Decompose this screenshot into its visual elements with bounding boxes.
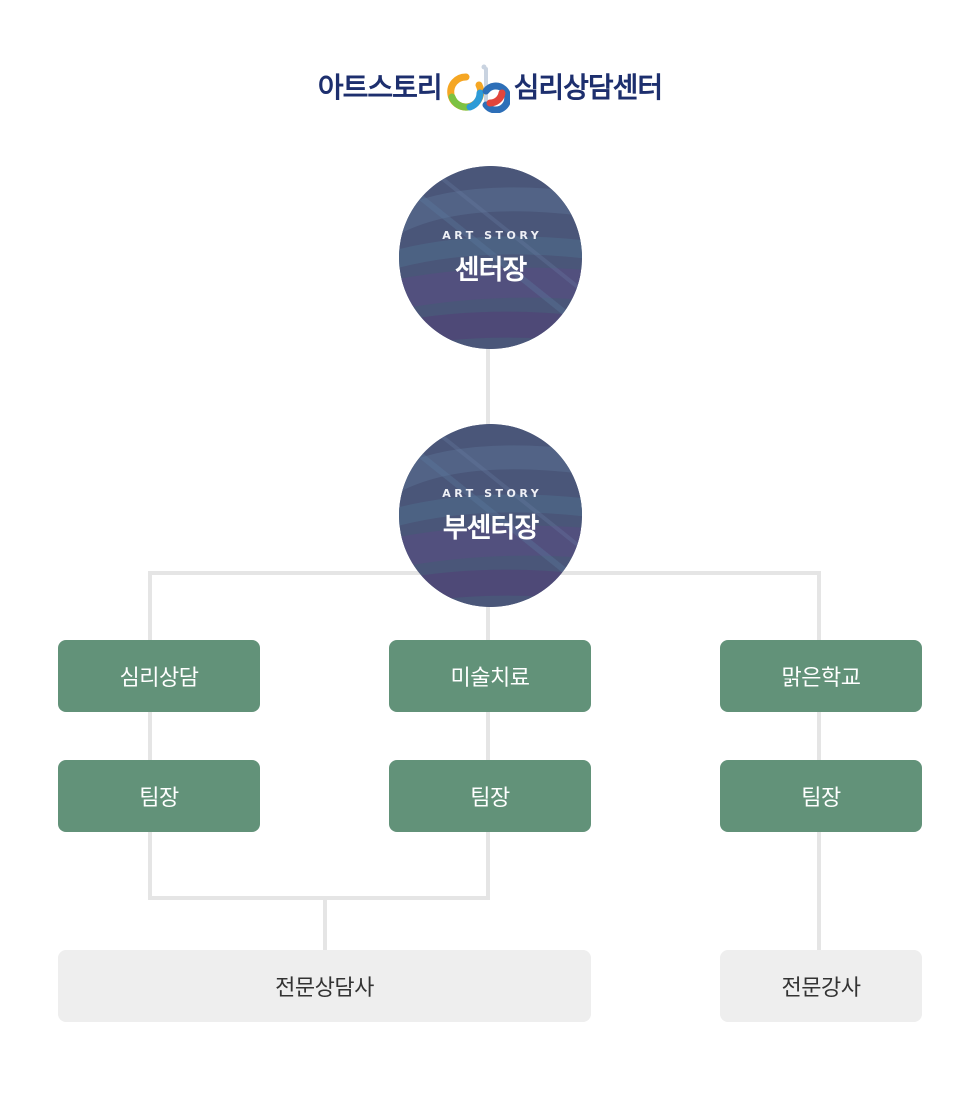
- dept-school-box: 맑은학교: [720, 640, 922, 712]
- dept-counseling-box: 심리상담: [58, 640, 260, 712]
- dept-art-therapy-box: 미술치료: [389, 640, 591, 712]
- lead-art-therapy-box: 팀장: [389, 760, 591, 832]
- center-logo: 아트스토리 심리상담센터: [0, 58, 980, 118]
- ab-colorful-logo-icon: [446, 64, 510, 113]
- brushstroke-texture: [399, 424, 582, 607]
- director-node: ART STORY 센터장: [399, 166, 582, 349]
- deputy-subtitle: ART STORY: [442, 486, 543, 500]
- staff-lecturers-box: 전문강사: [720, 950, 922, 1022]
- staff-counselors-box: 전문상담사: [58, 950, 591, 1022]
- director-subtitle: ART STORY: [442, 228, 543, 242]
- brushstroke-texture: [399, 166, 582, 349]
- logo-right-text: 심리상담센터: [513, 71, 664, 104]
- deputy-node: ART STORY 부센터장: [399, 424, 582, 607]
- logo-left-text: 아트스토리: [317, 71, 443, 104]
- lead-school-box: 팀장: [720, 760, 922, 832]
- deputy-title: 부센터장: [442, 512, 539, 544]
- lead-counseling-box: 팀장: [58, 760, 260, 832]
- director-title: 센터장: [454, 254, 528, 286]
